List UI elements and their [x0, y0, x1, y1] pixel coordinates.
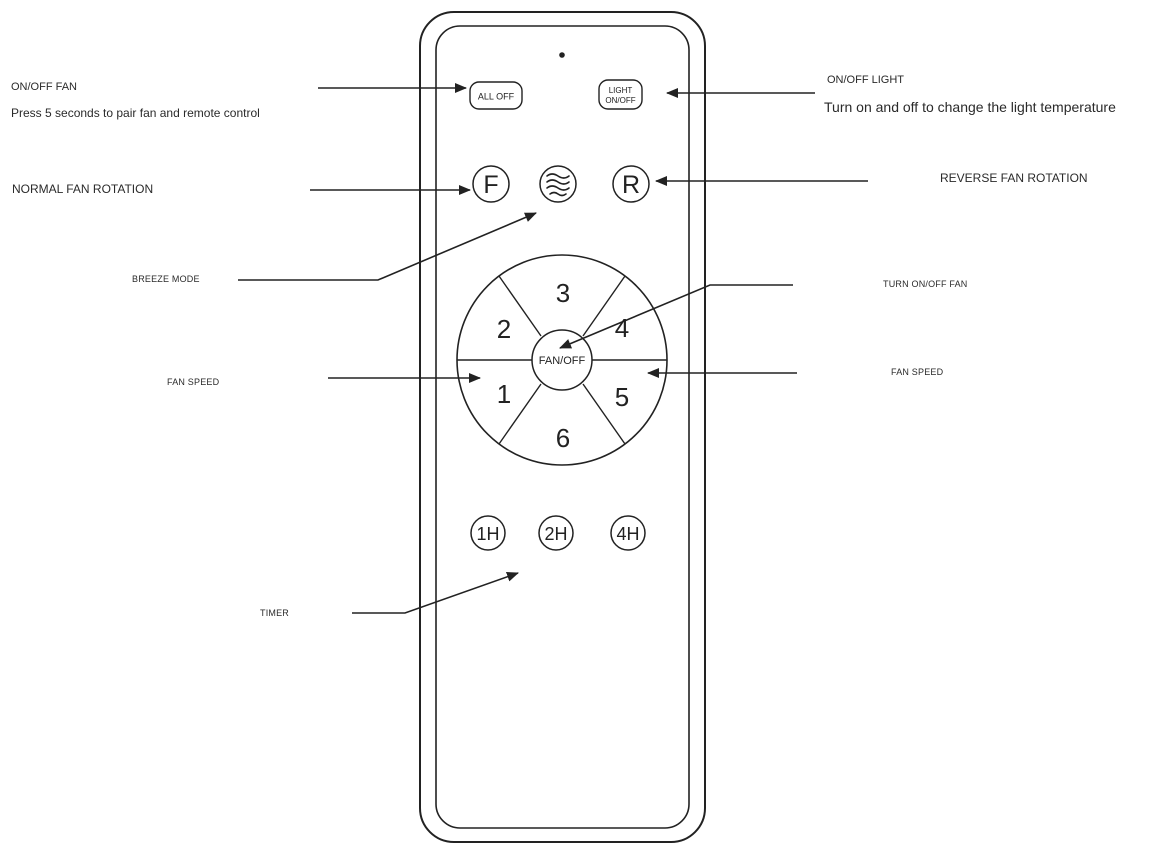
indicator-led: [559, 52, 565, 58]
fan-off-button[interactable]: FAN/OFF: [531, 329, 593, 391]
timer-1h-label: 1H: [476, 524, 499, 544]
light-label-line1: LIGHT: [609, 86, 633, 95]
speed-3-button[interactable]: 3: [556, 278, 570, 308]
arrow-breeze-mode: [238, 212, 537, 281]
timer-4h-button[interactable]: 4H: [610, 515, 646, 551]
speed-4-button[interactable]: 4: [615, 313, 629, 343]
breeze-mode-label: BREEZE MODE: [132, 274, 200, 284]
speed-5-button[interactable]: 5: [615, 382, 629, 412]
light-onoff-button[interactable]: LIGHT ON/OFF: [598, 79, 643, 110]
all-off-button[interactable]: ALL OFF: [469, 81, 523, 110]
remote-outer-shell: [419, 11, 706, 843]
light-label-line2: ON/OFF: [605, 96, 635, 105]
breeze-mode-button[interactable]: [539, 165, 577, 203]
forward-rotation-button[interactable]: F: [472, 165, 510, 203]
pair-note-label: Press 5 seconds to pair fan and remote c…: [11, 106, 260, 120]
timer-4h-label: 4H: [616, 524, 639, 544]
normal-rotation-label: NORMAL FAN ROTATION: [12, 182, 154, 196]
arrow-turn-onoff-fan: [559, 284, 793, 349]
reverse-label: R: [622, 171, 640, 199]
reverse-rotation-button[interactable]: R: [612, 165, 650, 203]
timer-2h-label: 2H: [544, 524, 567, 544]
speed-1-button[interactable]: 1: [497, 379, 511, 409]
turn-onoff-fan-label: TURN ON/OFF FAN: [883, 279, 968, 289]
speed-2-button[interactable]: 2: [497, 314, 511, 344]
fan-speed-left-label: FAN SPEED: [167, 377, 220, 387]
timer-label: TIMER: [260, 608, 289, 618]
onoff-fan-label: ON/OFF FAN: [11, 81, 77, 93]
timer-1h-button[interactable]: 1H: [470, 515, 506, 551]
onoff-light-label: ON/OFF LIGHT: [827, 74, 904, 86]
fan-speed-right-label: FAN SPEED: [891, 367, 944, 377]
forward-label: F: [483, 171, 498, 199]
reverse-rotation-label: REVERSE FAN ROTATION: [940, 171, 1088, 185]
wave-icon: [546, 173, 570, 197]
speed-6-button[interactable]: 6: [556, 423, 570, 453]
remote-inner-panel: [435, 25, 690, 829]
arrow-timer: [352, 571, 519, 614]
timer-2h-button[interactable]: 2H: [538, 515, 574, 551]
all-off-label: ALL OFF: [478, 92, 515, 102]
fan-off-label: FAN/OFF: [539, 355, 586, 367]
light-note-label: Turn on and off to change the light temp…: [824, 99, 1116, 115]
